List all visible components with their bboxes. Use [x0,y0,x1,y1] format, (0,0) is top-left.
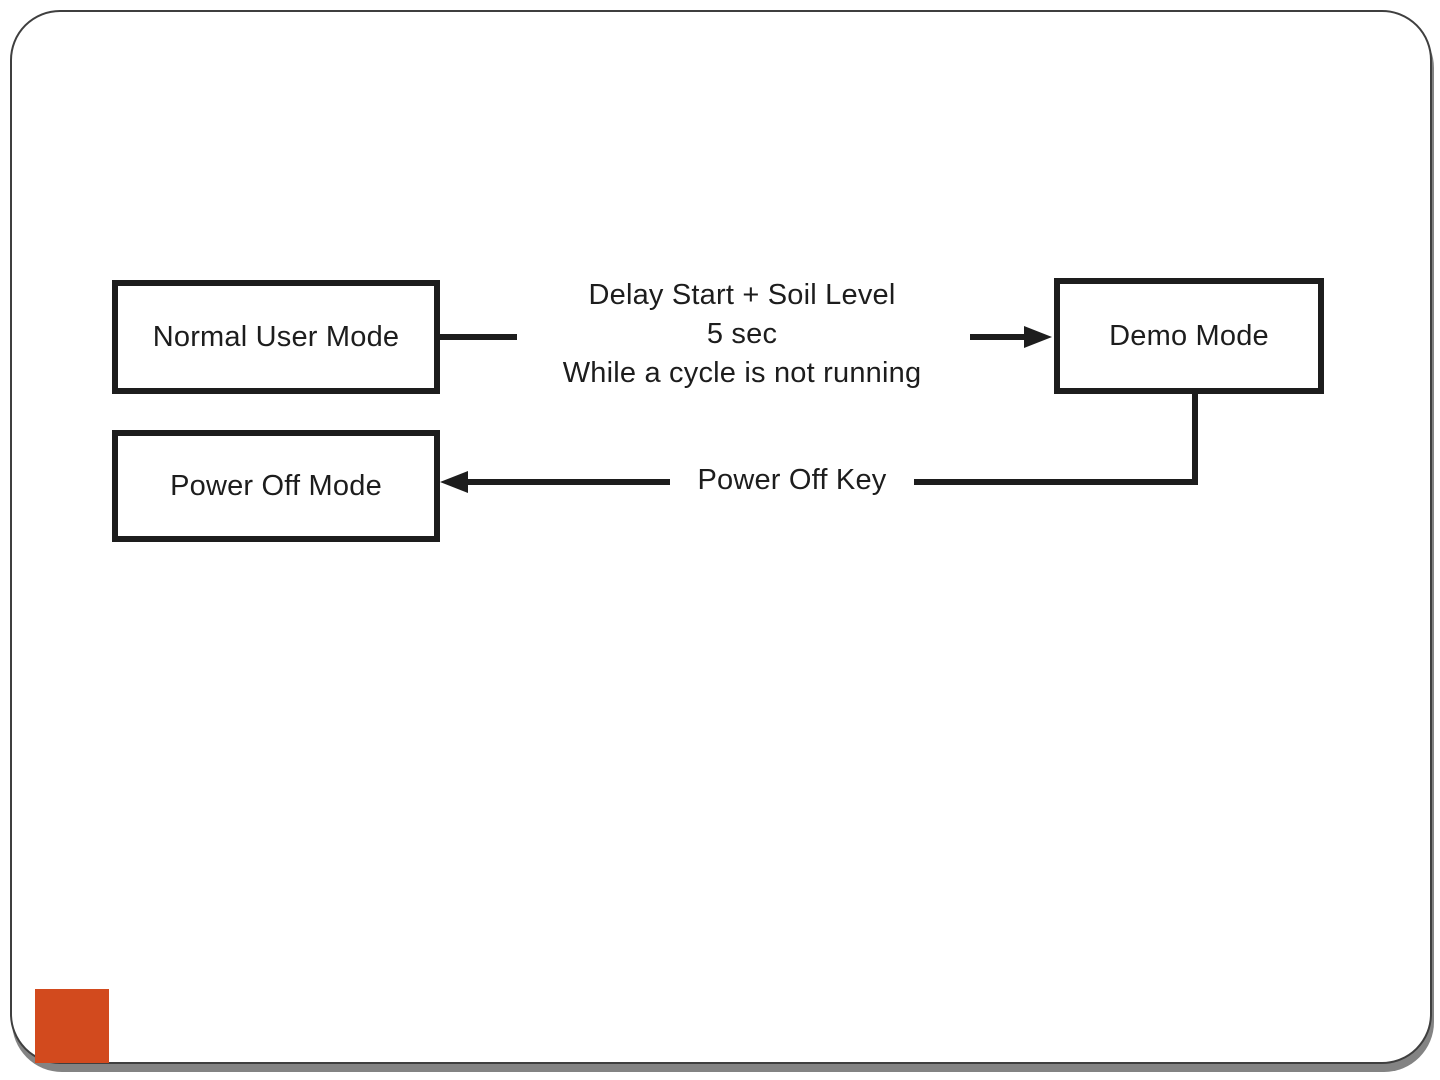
transition-label-line-1: Delay Start + Soil Level [588,279,896,311]
state-box-demo-mode: Demo Mode [1054,278,1324,394]
connector-normal-to-demo-left-segment [439,334,517,340]
transition-demo-to-poweroff-label: Power Off Key [672,460,912,500]
state-label-normal-user-mode: Normal User Mode [152,320,400,353]
connector-demo-down-segment [1192,394,1198,484]
state-box-normal-user-mode: Normal User Mode [112,280,440,394]
transition-normal-to-demo-label: Delay Start + Soil Level 5 sec While a c… [517,276,967,393]
connector-demo-to-poweroff-left-segment [464,479,670,485]
arrowhead-right-icon [1024,326,1052,348]
slide-frame: Normal User Mode Demo Mode Power Off Mod… [10,10,1432,1064]
connector-demo-to-poweroff-right-segment [914,479,1198,485]
slide-accent-square [35,989,109,1063]
connector-normal-to-demo-right-segment [970,334,1028,340]
state-label-demo-mode: Demo Mode [1109,319,1269,352]
arrowhead-left-icon [440,471,468,493]
state-label-power-off-mode: Power Off Mode [170,469,382,502]
transition-label-line-3: While a cycle is not running [562,357,922,389]
state-box-power-off-mode: Power Off Mode [112,430,440,542]
transition-label-line-2: 5 sec [706,318,778,350]
